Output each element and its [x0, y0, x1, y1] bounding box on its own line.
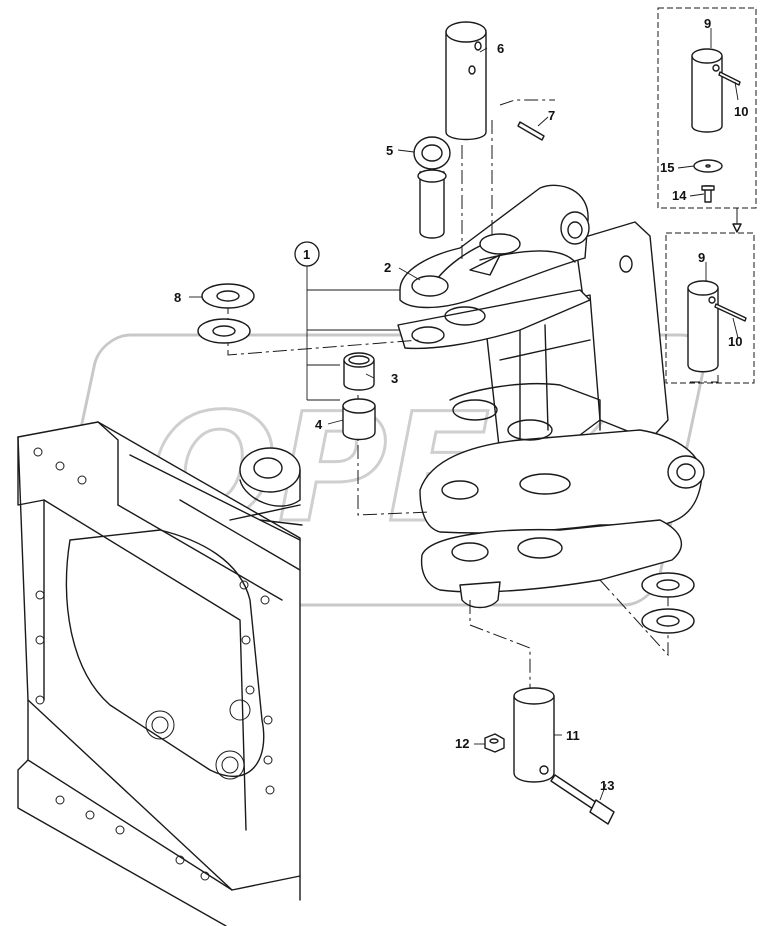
center-lines [227, 99, 719, 690]
callout-9-lower: 9 [698, 250, 705, 265]
callout-14: 14 [672, 188, 687, 203]
callout-9-upper: 9 [704, 16, 711, 31]
callout-15: 15 [660, 160, 674, 175]
detail-box-upper [657, 7, 757, 233]
callout-10-lower: 10 [728, 334, 742, 349]
part-6-pin [445, 21, 487, 141]
callout-3: 3 [391, 371, 398, 386]
swing-drawbar-assembly [397, 184, 705, 609]
callout-8: 8 [174, 290, 181, 305]
leader-lines [189, 28, 739, 801]
part-8-washers [197, 283, 255, 344]
detail-box-lower [665, 232, 755, 384]
callout-1: 1 [303, 247, 310, 262]
callout-5: 5 [386, 143, 393, 158]
callout-1-bracket [306, 265, 400, 401]
callout-11: 11 [566, 728, 580, 743]
callout-10-upper: 10 [734, 104, 748, 119]
callout-7: 7 [548, 108, 555, 123]
callout-13: 13 [600, 778, 614, 793]
callout-12: 12 [455, 736, 469, 751]
part-5-eye-pin [413, 136, 451, 239]
part-12-nut [484, 733, 505, 753]
callout-4: 4 [315, 417, 323, 432]
part-4-bushing [342, 398, 376, 441]
part-3-bushing [343, 352, 375, 391]
callout-6: 6 [497, 41, 504, 56]
callout-labels: 1 2 3 4 5 6 7 8 9 10 15 14 9 10 11 12 13 [174, 16, 748, 793]
main-frame [17, 421, 303, 926]
callout-2: 2 [384, 260, 391, 275]
part-7-spring-pin [517, 121, 545, 141]
callout-1-circle [294, 241, 320, 267]
part-11-pin [513, 687, 555, 783]
lower-washers [641, 572, 695, 634]
part-13-bolt [550, 774, 615, 825]
